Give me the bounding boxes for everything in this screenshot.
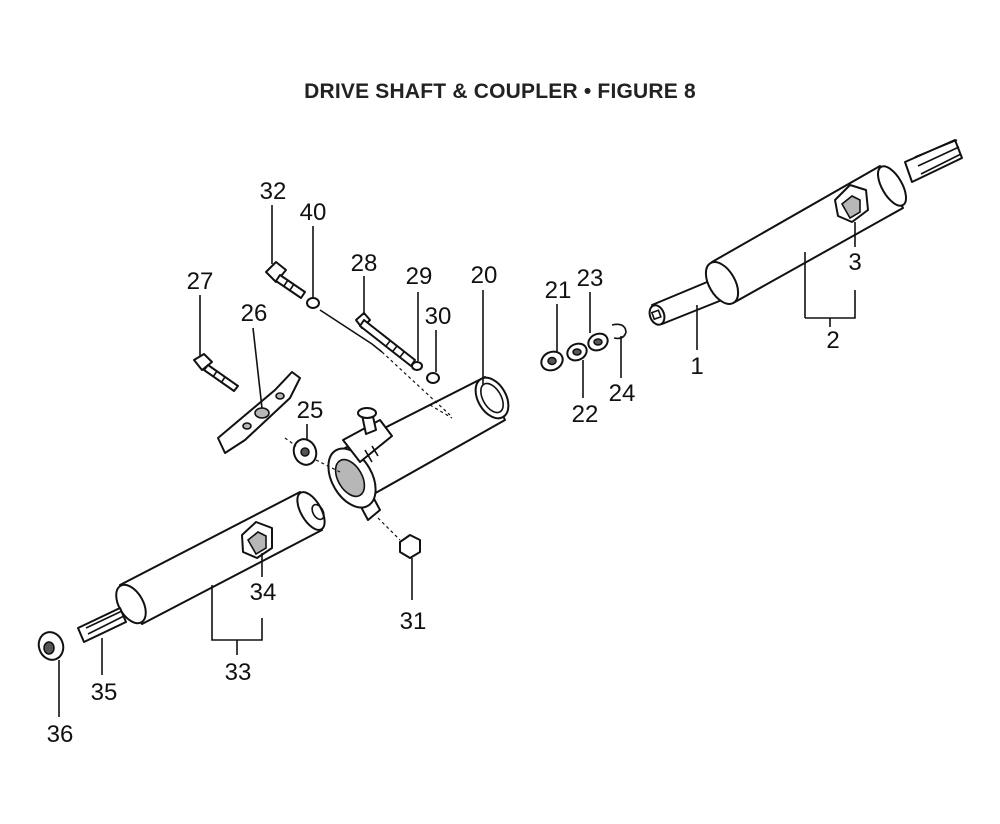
part-20-coupler-housing [327, 376, 510, 521]
callout-26: 26 [241, 300, 268, 327]
part-30-washer [426, 372, 440, 384]
part-29-washer [411, 361, 423, 371]
callout-35: 35 [91, 679, 118, 706]
part-21-washer [540, 350, 564, 372]
part-26-plate [217, 371, 301, 454]
callout-3: 3 [848, 249, 861, 276]
part-23-washer [587, 332, 609, 352]
part-3-yoke-nut [834, 184, 869, 223]
callout-24: 24 [609, 380, 636, 407]
part-32-bolt [265, 261, 306, 299]
part-31-nut [377, 517, 421, 559]
part-36-bushing [37, 631, 65, 661]
leader-lines [58, 205, 856, 717]
callout-20: 20 [471, 262, 498, 289]
callout-31: 31 [400, 608, 427, 635]
part-33-shaft-tube [115, 491, 326, 625]
callout-22: 22 [572, 401, 599, 428]
callout-1: 1 [690, 353, 703, 380]
part-1-shaft [648, 139, 963, 326]
callout-36: 36 [47, 721, 74, 748]
callout-30: 30 [425, 303, 452, 330]
callout-29: 29 [406, 263, 433, 290]
callout-32: 32 [260, 178, 287, 205]
callout-21: 21 [545, 277, 572, 304]
callout-23: 23 [577, 265, 604, 292]
callout-34: 34 [250, 579, 277, 606]
part-40-washer [306, 297, 451, 416]
part-25-washer [284, 437, 341, 473]
part-22-washer [566, 342, 588, 362]
callout-40: 40 [300, 199, 327, 226]
figure-title: DRIVE SHAFT & COUPLER • FIGURE 8 [304, 80, 696, 103]
part-24-snap-ring [611, 323, 627, 340]
part-27-bolt [193, 353, 239, 392]
callout-25: 25 [297, 397, 324, 424]
part-35-splined-shaft [77, 607, 127, 643]
callout-27: 27 [187, 268, 214, 295]
callout-33: 33 [225, 659, 252, 686]
part-34-yoke-nut [241, 521, 273, 559]
callout-28: 28 [351, 250, 378, 277]
callout-2: 2 [826, 327, 839, 354]
